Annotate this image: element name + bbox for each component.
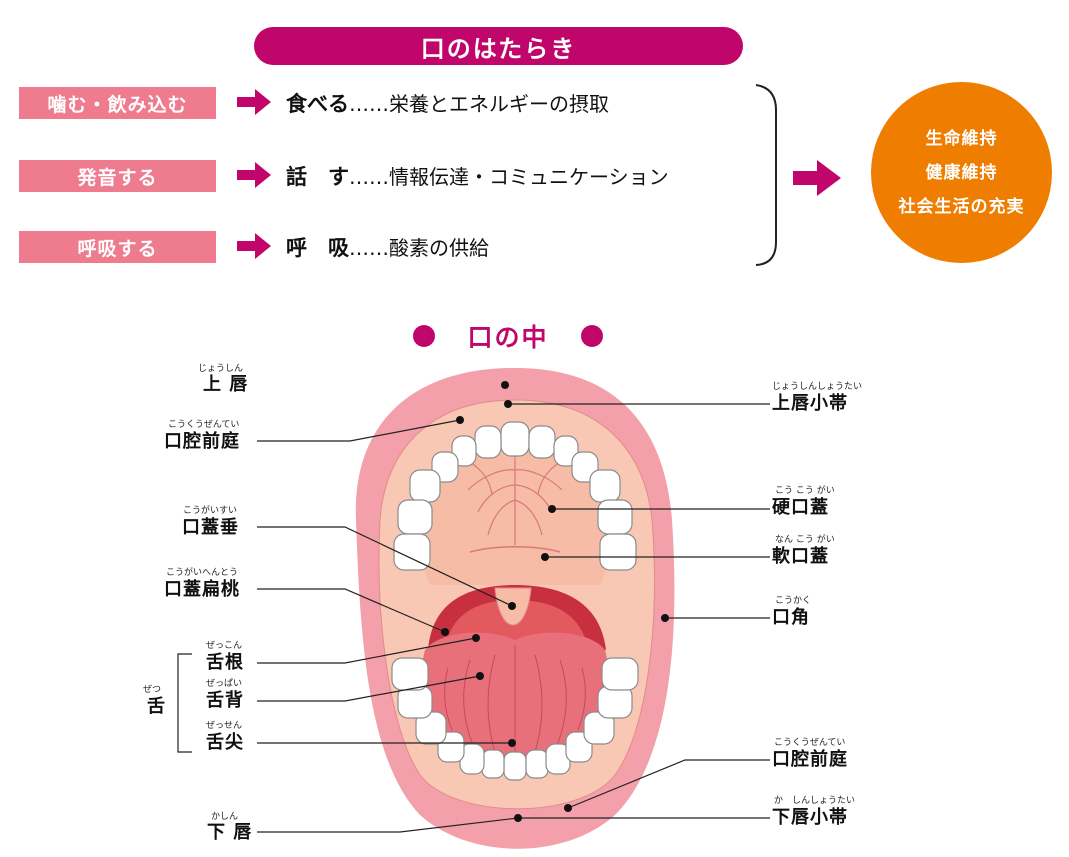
label-ruby: じょうしん	[198, 364, 244, 374]
label-upper-frenulum: 上唇小帯	[772, 393, 848, 414]
result-line: 生命維持	[925, 128, 998, 149]
function-box-breathing: 呼吸する	[19, 231, 216, 263]
label-hard-palate: 硬口蓋	[772, 497, 829, 518]
label-tongue-back: 舌背	[206, 690, 244, 711]
arrow-right-icon	[237, 89, 271, 115]
bullet-dot-icon	[413, 325, 435, 347]
function-box-eating: 噛む・飲み込む	[19, 87, 216, 119]
result-arrow-icon	[793, 160, 841, 196]
label-tongue: 舌	[147, 696, 166, 717]
function-detail: ……情報伝達・コミュニケーション	[349, 165, 669, 189]
page-title-banner: 口のはたらき	[254, 27, 743, 65]
label-ruby: ぜっこん	[206, 641, 243, 651]
function-action: 食べる	[286, 92, 349, 116]
function-label: 発音する	[77, 166, 158, 189]
function-row-breathing: 呼 吸……酸素の供給	[286, 235, 489, 261]
function-row-eating: 食べる……栄養とエネルギーの摂取	[286, 91, 609, 117]
arrow-right-icon	[237, 233, 271, 259]
lower-teeth	[391, 657, 639, 781]
section-title-text: 口の中	[467, 323, 549, 352]
label-ruby: こうくうぜんてい	[774, 738, 846, 748]
label-ruby: こうかく	[775, 596, 812, 606]
label-soft-palate: 軟口蓋	[772, 546, 829, 567]
label-ruby: なん こう がい	[775, 535, 835, 545]
label-tonsil: 口蓋扁桃	[164, 579, 240, 600]
label-ruby: か しんしょうたい	[774, 796, 856, 806]
function-action: 呼 吸	[286, 236, 349, 260]
upper-teeth	[393, 421, 637, 571]
function-label: 呼吸する	[77, 237, 158, 260]
function-row-speaking: 話 す……情報伝達・コミュニケーション	[286, 164, 669, 190]
result-circle: 生命維持 健康維持 社会生活の充実	[871, 82, 1052, 263]
section-title: 口の中	[413, 318, 603, 354]
label-ruby: ぜっせん	[206, 721, 243, 731]
label-upper-lip: 上 唇	[203, 374, 249, 395]
function-detail: ……酸素の供給	[349, 236, 489, 260]
label-oral-vestibule-upper: 口腔前庭	[164, 431, 240, 452]
label-ruby: こうがいへんとう	[166, 568, 239, 578]
label-ruby: こうくうぜんてい	[168, 420, 240, 430]
bullet-dot-icon	[580, 325, 603, 347]
label-ruby: こう こう がい	[775, 486, 835, 496]
right-bracket	[755, 84, 777, 266]
label-tongue-root: 舌根	[206, 652, 244, 673]
function-box-speaking: 発音する	[19, 160, 216, 192]
function-detail: ……栄養とエネルギーの摂取	[349, 92, 609, 116]
function-action: 話 す	[286, 165, 349, 189]
label-tongue-tip: 舌尖	[206, 732, 244, 753]
result-line: 社会生活の充実	[898, 196, 1025, 217]
label-ruby: ぜつ	[143, 685, 162, 695]
label-lower-frenulum: 下唇小帯	[772, 807, 848, 828]
label-ruby: ぜっぱい	[206, 679, 243, 689]
label-ruby: じょうしんしょうたい	[772, 382, 863, 392]
label-uvula: 口蓋垂	[182, 517, 239, 538]
function-label: 噛む・飲み込む	[47, 93, 188, 116]
result-line: 健康維持	[925, 162, 998, 183]
arrow-right-icon	[237, 162, 271, 188]
label-lower-lip: 下 唇	[207, 822, 253, 843]
label-ruby: かしん	[211, 812, 239, 822]
label-ruby: こうがいすい	[183, 506, 238, 516]
label-oral-vestibule-lower: 口腔前庭	[772, 749, 848, 770]
label-mouth-corner: 口角	[772, 607, 810, 628]
page-title: 口のはたらき	[420, 34, 577, 63]
